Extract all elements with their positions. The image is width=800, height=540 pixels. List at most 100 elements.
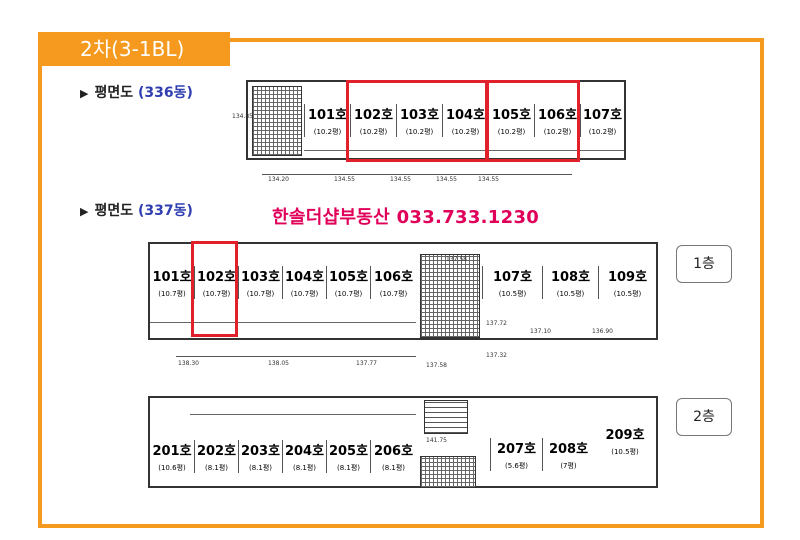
room-number: 107호 — [492, 270, 533, 285]
stair-core — [420, 456, 476, 488]
room-area: (8.1평) — [292, 464, 317, 472]
stair-core — [420, 254, 480, 338]
room-area: (7평) — [560, 462, 577, 470]
room-area: (10.5평) — [556, 290, 585, 298]
room-number: 203호 — [240, 444, 281, 459]
room-number: 208호 — [548, 442, 589, 457]
room-area: (10.2평) — [451, 128, 480, 136]
room-number: 104호 — [284, 270, 325, 285]
room-area: (10.5평) — [611, 448, 639, 456]
room-area: (10.6평) — [158, 464, 186, 472]
room-number: 103호 — [399, 108, 440, 123]
dimension-label: 137.58 — [426, 362, 447, 369]
room-number: 109호 — [607, 270, 648, 285]
room-area: (8.1평) — [336, 464, 361, 472]
room-area: (10.2평) — [497, 128, 526, 136]
dimension-label: 136.90 — [592, 328, 613, 335]
room-106: 106호 (10.2평) — [534, 104, 580, 137]
room-204: 204호 (8.1평) — [282, 440, 326, 473]
dimension-line — [176, 356, 416, 357]
room-205: 205호 (8.1평) — [326, 440, 370, 473]
dimension-label: 134.55 — [390, 176, 411, 183]
room-107: 107호 (10.5평) — [482, 266, 542, 299]
room-number: 105호 — [328, 270, 369, 285]
plan-337-building: (337동) — [137, 203, 193, 219]
corridor — [304, 150, 624, 151]
room-105: 105호 (10.7평) — [326, 266, 370, 299]
plan-337-label-prefix: 평면도 — [94, 203, 134, 219]
room-104: 104호(10.7평) — [282, 266, 326, 299]
highlight-337-102 — [191, 241, 238, 337]
realtor-contact: 한솔더샵부동산 033.733.1230 — [272, 207, 540, 228]
room-area: (10.7평) — [158, 290, 186, 298]
stair-upper — [424, 400, 468, 434]
room-number: 201호 — [152, 444, 192, 459]
floor-tag-2: 2층 — [676, 398, 732, 436]
room-area: (10.7평) — [334, 290, 363, 298]
room-203: 203호 (8.1평) — [238, 440, 282, 473]
room-area: (8.1평) — [204, 464, 229, 472]
room-number: 102호 — [353, 108, 394, 123]
room-number: 102호 — [196, 270, 237, 285]
room-102: 102호 (10.2평) — [350, 104, 396, 137]
room-107: 107호 (10.2평) — [580, 104, 624, 137]
corridor — [190, 414, 416, 415]
dimension-label: 137.32 — [486, 352, 507, 359]
room-109: 109호 (10.5평) — [598, 266, 656, 299]
dimension-label: 137.77 — [356, 360, 377, 367]
room-area: (10.5평) — [613, 290, 642, 298]
room-area: (10.2평) — [359, 128, 388, 136]
stair-core — [252, 86, 302, 156]
room-108: 108호 (10.5평) — [542, 266, 598, 299]
room-201: 201호 (10.6평) — [150, 440, 194, 473]
floorplan-337-floor1: 101호(10.7평) 102호(10.7평) 103호(10.7평) 104호… — [148, 242, 658, 340]
room-number: 209호 — [605, 428, 645, 443]
room-area: (10.2평) — [543, 128, 572, 136]
dimension-label: 141.75 — [426, 437, 447, 444]
room-103: 103호(10.7평) — [238, 266, 282, 299]
content-frame — [38, 38, 764, 528]
room-106: 106호(10.7평) — [370, 266, 416, 299]
room-102: 102호(10.7평) — [194, 266, 238, 299]
room-area: (10.2평) — [588, 128, 617, 136]
corridor — [150, 322, 416, 323]
room-number: 106호 — [537, 108, 578, 123]
room-area: (8.1평) — [248, 464, 273, 472]
triangle-bullet-icon: ▶ — [80, 205, 89, 218]
room-104: 104호 (10.2평) — [442, 104, 488, 137]
room-202: 202호 (8.1평) — [194, 440, 238, 473]
room-number: 101호 — [152, 270, 192, 285]
room-area: (10.5평) — [498, 290, 527, 298]
floorplan-337-floor2: 201호 (10.6평) 202호 (8.1평) 203호 (8.1평) 204호 (8… — [148, 396, 658, 488]
room-area: (10.7평) — [379, 290, 408, 298]
highlight-336-102-104 — [346, 80, 488, 162]
plan-336-building: (336동) — [137, 85, 193, 101]
room-number: 205호 — [328, 444, 369, 459]
room-207: 207호(5.6평) — [490, 438, 542, 471]
room-number: 108호 — [550, 270, 591, 285]
dimension-label: 134.55 — [436, 176, 457, 183]
floor-tag-1: 1층 — [676, 245, 732, 283]
room-area: (5.6평) — [504, 462, 529, 470]
room-number: 104호 — [445, 108, 486, 123]
room-101: 101호(10.2평) — [304, 104, 350, 137]
dimension-label: 137.10 — [530, 328, 551, 335]
room-number: 105호 — [491, 108, 532, 123]
room-208: 208호 (7평) — [542, 438, 594, 471]
room-number: 101호 — [307, 108, 348, 123]
room-area: (10.7평) — [246, 290, 275, 298]
section-tab-title: 2차(3-1BL) — [38, 32, 230, 66]
dimension-label: 134.55 — [334, 176, 355, 183]
room-206: 206호(8.1평) — [370, 440, 416, 473]
dimension-label: 137.72 — [486, 320, 507, 327]
room-103: 103호(10.2평) — [396, 104, 442, 137]
room-number: 107호 — [582, 108, 623, 123]
room-number: 206호 — [373, 444, 414, 459]
room-number: 204호 — [284, 444, 325, 459]
dimension-line — [262, 174, 572, 175]
dimension-label: 134.85 — [232, 113, 253, 120]
plan-336-label-prefix: 평면도 — [94, 85, 134, 101]
dimension-label: 137.58 — [446, 256, 467, 263]
dimension-label: 134.20 — [268, 176, 289, 183]
room-number: 202호 — [196, 444, 237, 459]
